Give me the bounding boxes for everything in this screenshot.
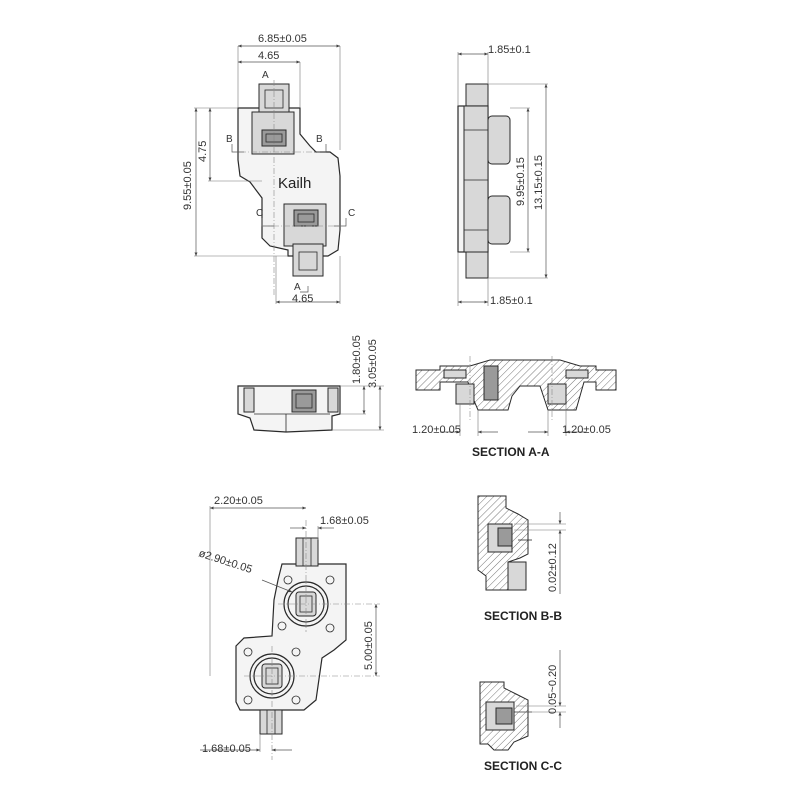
dim-side-h1: 9.95±0.15: [515, 157, 527, 206]
section-aa-body: [415, 359, 617, 411]
dim-hole-diameter: ø2.90±0.05: [197, 547, 254, 576]
dim-front-h1: 1.80±0.05: [351, 335, 363, 384]
dim-pitch: 5.00±0.05: [363, 621, 375, 670]
side-view: 1.85±0.1 1.85±0.1 9.95±0.15 13.15±0.15: [457, 44, 548, 307]
dim-sec-a-left: 1.20±0.05: [412, 424, 461, 436]
dim-front-h2: 3.05±0.05: [367, 339, 379, 388]
side-view-boss-lower: [487, 195, 511, 245]
lower-socket: [292, 243, 324, 277]
dim-left-partial: 4.75: [197, 141, 209, 162]
brand-label: Kailh: [278, 175, 311, 192]
dim-sec-a-right: 1.20±0.05: [562, 424, 611, 436]
dim-sec-c: 0.05~0.20: [547, 665, 559, 714]
dim-sec-b: 0.02±0.12: [547, 543, 559, 592]
side-view-lower-tab: [465, 251, 489, 279]
section-cc-title: SECTION C-C: [484, 759, 562, 773]
marker-c-left: C: [256, 208, 263, 219]
section-cc: 0.05~0.20 SECTION C-C: [479, 650, 566, 773]
dim-bottom-inner-width: 4.65: [292, 293, 313, 305]
section-bb: 0.02±0.12 SECTION B-B: [477, 495, 566, 623]
marker-a-top: A: [262, 70, 269, 81]
dim-top-width: 6.85±0.05: [258, 33, 307, 45]
section-aa: 1.20±0.05 1.20±0.05 SECTION A-A: [412, 356, 617, 459]
bottom-view: 2.20±0.05 1.68±0.05 ø2.90±0.05 5.00±0.05…: [197, 495, 380, 760]
dim-side-top: 1.85±0.1: [488, 44, 531, 56]
section-bb-title: SECTION B-B: [484, 609, 562, 623]
bottom-lower-pin: [259, 709, 283, 735]
dim-side-bottom: 1.85±0.1: [490, 295, 533, 307]
side-view-upper-tab: [465, 83, 489, 109]
marker-a-bottom: A: [294, 282, 301, 293]
marker-b-left: B: [226, 134, 233, 145]
dim-top-inner-width: 4.65: [258, 50, 279, 62]
dim-bottom-width: 2.20±0.05: [214, 495, 263, 507]
side-view-boss-upper: [487, 115, 511, 165]
bottom-upper-pin: [295, 537, 319, 567]
dim-bottom-left: 1.68±0.05: [202, 743, 251, 755]
dim-side-h2: 13.15±0.15: [533, 155, 545, 210]
section-aa-title: SECTION A-A: [472, 445, 550, 459]
marker-c-right: C: [348, 208, 355, 219]
front-view: 1.80±0.05 3.05±0.05: [237, 335, 384, 433]
dim-bottom-right: 1.68±0.05: [320, 515, 369, 527]
marker-b-right: B: [316, 134, 323, 145]
dim-left-height: 9.55±0.05: [182, 161, 194, 210]
top-view: Kailh 6.85±0.05 4.65 A 9.55±0.05 4.75 B …: [182, 33, 355, 305]
